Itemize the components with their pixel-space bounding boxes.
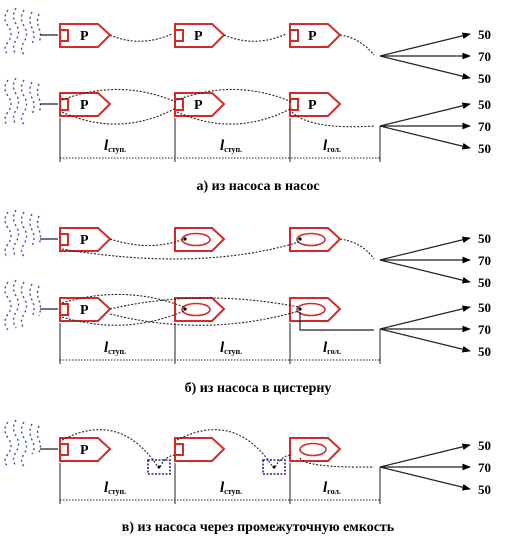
nozzle-label: 50 — [478, 482, 491, 497]
section-b: P 50 70 50 P — [4, 209, 491, 396]
tanker-truck — [174, 297, 226, 322]
nozzle-label: 70 — [478, 322, 491, 337]
nozzle-label: 50 — [478, 438, 491, 453]
hose-line — [61, 293, 185, 308]
nozzle-label: 50 — [478, 97, 491, 112]
caption-a: а) из насоса в насос — [196, 179, 319, 194]
section-a: P P P 50 70 50 P — [4, 7, 491, 194]
water-source-icon — [4, 209, 42, 259]
hose-line — [109, 33, 173, 42]
hose-line — [299, 312, 374, 331]
pump-label: P — [80, 29, 89, 44]
nozzle-label: 70 — [478, 119, 491, 134]
hose-line — [109, 238, 185, 246]
section-c: P 50 70 50 — [4, 419, 491, 535]
intermediate-tank — [147, 459, 171, 475]
hose-line — [109, 310, 300, 326]
nozzle-label: 50 — [478, 344, 491, 359]
caption-b: б) из насоса в цистерну — [185, 381, 332, 396]
tanker-truck — [174, 227, 226, 252]
tanker-truck — [289, 227, 342, 252]
nozzle-branch — [379, 102, 471, 150]
stage-length-label: lступ. — [104, 138, 126, 154]
water-source-icon — [4, 77, 42, 127]
nozzle-label: 50 — [478, 141, 491, 156]
nozzle-label: 50 — [478, 27, 491, 42]
water-source-icon — [4, 279, 42, 331]
hose-line — [61, 429, 159, 468]
hose-line — [61, 241, 300, 260]
pump-label: P — [308, 29, 317, 44]
nozzle-label: 50 — [478, 231, 491, 246]
pump-truck: P — [59, 437, 112, 462]
nozzle-branch — [379, 32, 471, 80]
head-length-label: lгол. — [323, 138, 341, 154]
stage-length-label: lступ. — [220, 138, 242, 154]
hose-line — [223, 33, 287, 42]
hose-line — [61, 107, 177, 125]
stage-length-label: lступ. — [104, 480, 126, 496]
hose-line — [159, 454, 177, 468]
pump-truck: P — [59, 23, 112, 48]
hose-line — [274, 454, 293, 468]
pump-truck: P — [59, 227, 112, 252]
hose-line — [339, 34, 375, 56]
hose-line — [176, 429, 274, 468]
stage-length-label: lступ. — [220, 480, 242, 496]
nozzle-branch — [379, 305, 471, 353]
hose-line — [109, 297, 300, 310]
nozzle-branch — [379, 236, 471, 284]
dimension-line — [59, 463, 381, 504]
nozzle-label: 70 — [478, 49, 491, 64]
nozzle-label: 50 — [478, 71, 491, 86]
dimension-line — [59, 118, 381, 162]
head-length-label: lгол. — [323, 480, 341, 496]
pump-label: P — [80, 443, 89, 458]
pump-label: P — [194, 98, 203, 113]
tanker-truck — [289, 437, 342, 462]
hose-line — [291, 111, 375, 128]
pump-truck: P — [59, 297, 112, 322]
nozzle-label: 70 — [478, 460, 491, 475]
nozzle-label: 50 — [478, 300, 491, 315]
intermediate-tank — [262, 459, 286, 475]
water-source-icon — [4, 419, 42, 467]
head-length-label: lгол. — [323, 340, 341, 356]
pump-label: P — [80, 303, 89, 318]
pump-label: P — [194, 29, 203, 44]
pump-truck: P — [289, 92, 342, 117]
stage-length-label: lступ. — [220, 340, 242, 356]
pump-truck: P — [174, 23, 226, 48]
pump-label: P — [80, 98, 89, 113]
caption-c: в) из насоса через промежуточную емкость — [122, 520, 395, 535]
hose-line — [339, 238, 375, 260]
pump-truck — [174, 437, 226, 462]
nozzle-label: 70 — [478, 253, 491, 268]
pump-label: P — [308, 98, 317, 113]
hose-line — [176, 107, 293, 125]
pump-label: P — [80, 233, 89, 248]
pump-truck: P — [289, 23, 342, 48]
tanker-truck — [289, 297, 342, 322]
water-source-icon — [4, 7, 42, 55]
dimension-line — [59, 323, 381, 364]
pump-truck: P — [174, 92, 226, 117]
hose-line — [61, 310, 185, 326]
stage-length-label: lступ. — [104, 340, 126, 356]
hose-line — [176, 88, 293, 103]
pump-truck: P — [59, 92, 112, 117]
hose-line — [299, 457, 375, 468]
nozzle-branch — [379, 443, 471, 491]
nozzle-label: 50 — [478, 275, 491, 290]
hose-line — [61, 88, 177, 103]
